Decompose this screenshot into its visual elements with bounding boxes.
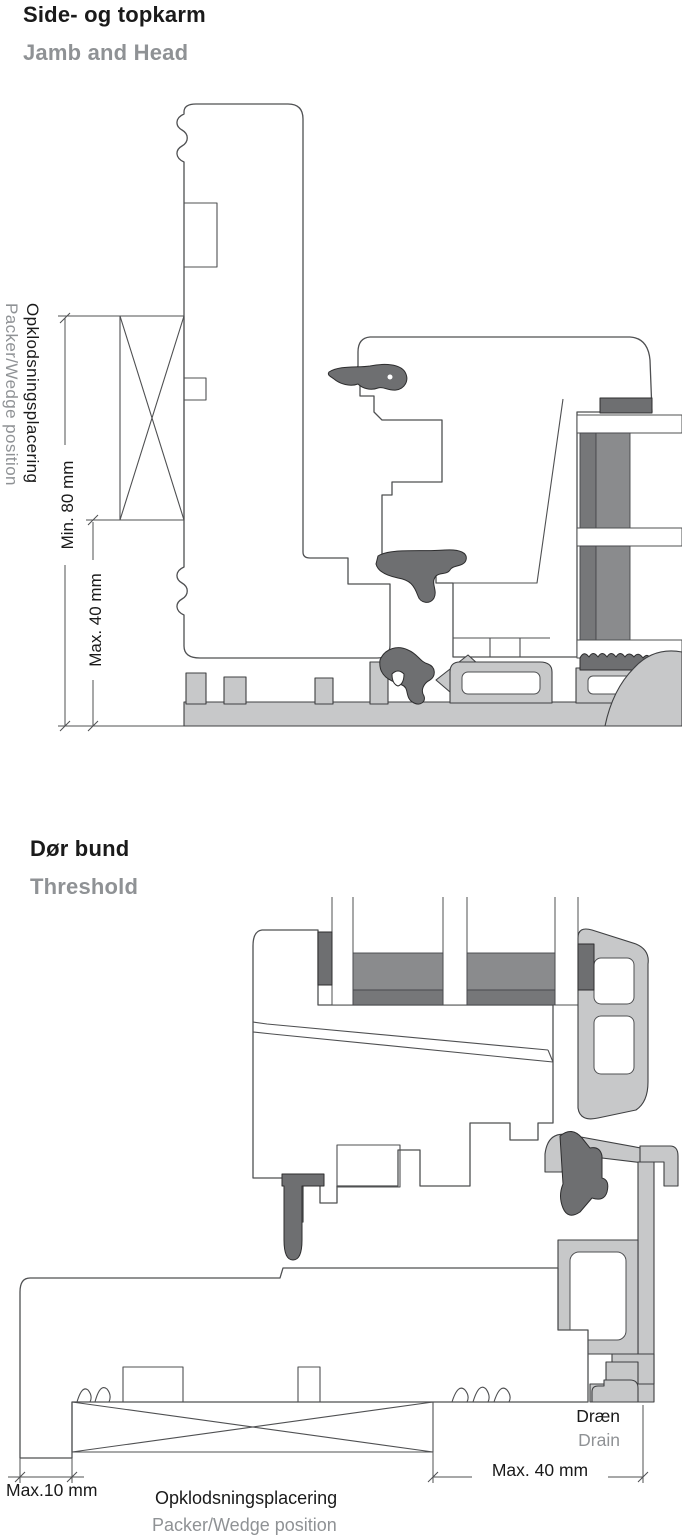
section-2-title: Dør bund bbox=[30, 836, 130, 861]
sill-base bbox=[183, 701, 682, 727]
threshold-arm bbox=[639, 1145, 679, 1187]
spacer-bar bbox=[579, 432, 597, 529]
tick bbox=[427, 1471, 649, 1483]
dim-label-min-80: Min. 80 mm bbox=[58, 460, 77, 550]
aluminium-threshold bbox=[544, 928, 679, 1403]
glass-pane bbox=[576, 414, 682, 434]
extension-line bbox=[432, 1405, 644, 1483]
extension-line bbox=[19, 1458, 73, 1483]
glazing-unit bbox=[576, 397, 682, 659]
sash-top-gasket bbox=[327, 363, 408, 391]
sill-fin bbox=[223, 676, 247, 705]
drain-label-da: Dræn bbox=[576, 1406, 620, 1426]
sill-fin bbox=[185, 672, 207, 705]
sill-fin bbox=[314, 677, 334, 705]
glazing-block bbox=[599, 397, 653, 414]
packer-bottom-label-en: Packer/Wedge position bbox=[152, 1515, 337, 1535]
sash-bottom-profile bbox=[252, 929, 554, 1223]
gaskets bbox=[327, 363, 467, 705]
spacer-bar bbox=[595, 545, 631, 641]
brush-seal bbox=[579, 653, 652, 671]
spacer-bar bbox=[466, 952, 556, 991]
aluminium-sill bbox=[183, 650, 682, 727]
section-1-subtitle: Jamb and Head bbox=[23, 40, 189, 65]
packer-wedge-box bbox=[119, 315, 185, 521]
sash-drop-gasket bbox=[281, 1173, 325, 1261]
dim-label-max-40-bottom: Max. 40 mm bbox=[491, 1460, 589, 1480]
brush-seal bbox=[577, 943, 595, 991]
glass-pane bbox=[576, 527, 682, 547]
spacer-bar bbox=[352, 989, 444, 1006]
spacer-bar bbox=[352, 952, 444, 991]
glazing-block bbox=[317, 931, 333, 986]
packer-wedge-box-bottom bbox=[71, 1401, 434, 1453]
tick bbox=[87, 514, 99, 732]
frame-profile bbox=[176, 103, 391, 659]
threshold-bar bbox=[637, 1161, 655, 1385]
glass-pane bbox=[442, 897, 468, 1006]
section-1-title: Side- og topkarm bbox=[23, 2, 206, 27]
glazing-bead bbox=[604, 650, 682, 727]
tick bbox=[14, 1471, 78, 1483]
packer-bottom-label-da: Opklodsningsplacering bbox=[155, 1488, 338, 1508]
jamb-head-drawing bbox=[58, 103, 682, 732]
dim-label-max-40-side: Max. 40 mm bbox=[86, 573, 105, 667]
centre-gasket bbox=[379, 647, 435, 705]
spacer-bar bbox=[466, 989, 556, 1006]
sash-bottom-gasket bbox=[375, 549, 467, 603]
threshold-gasket bbox=[559, 1131, 609, 1216]
section-2-subtitle: Threshold bbox=[30, 874, 139, 899]
glass-pane bbox=[331, 897, 354, 1006]
dimensions-bottom bbox=[8, 1405, 649, 1483]
glazing-unit-bottom bbox=[317, 897, 579, 1006]
packer-label-en: Packer/Wedge position bbox=[2, 303, 21, 486]
drain-profile bbox=[591, 1379, 639, 1403]
packer-label-da: Opklodsningsplacering bbox=[23, 303, 42, 484]
glass-pane bbox=[554, 897, 579, 1006]
tick bbox=[59, 312, 71, 732]
spacer-bar bbox=[579, 545, 597, 641]
threshold-drawing bbox=[8, 897, 679, 1483]
spacer-bar bbox=[595, 432, 631, 529]
drain-label-en: Drain bbox=[578, 1430, 620, 1450]
dimensions bbox=[58, 312, 184, 732]
dim-label-max-10: Max.10 mm bbox=[6, 1480, 98, 1500]
